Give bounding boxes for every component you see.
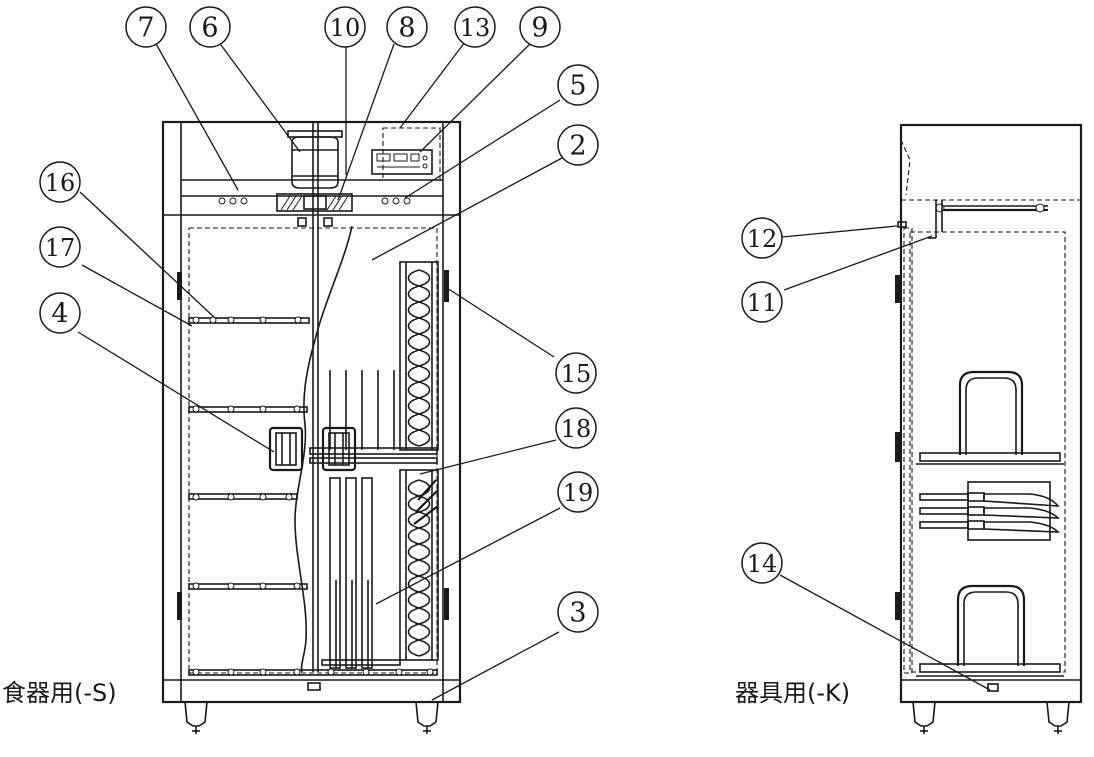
svg-text:11: 11	[747, 289, 778, 317]
door-handle-left	[268, 426, 304, 472]
svg-text:9: 9	[531, 13, 548, 44]
svg-text:3: 3	[569, 598, 586, 629]
callout-15: 15	[555, 352, 597, 394]
callout-6: 6	[189, 6, 231, 48]
lamp-row-left	[218, 197, 248, 205]
upper-tray	[916, 370, 1064, 465]
callout-2: 2	[557, 124, 599, 166]
svg-text:6: 6	[201, 13, 218, 44]
side-view-cabinet	[895, 123, 1083, 734]
svg-text:8: 8	[398, 13, 415, 44]
callout-5: 5	[557, 64, 599, 106]
svg-text:14: 14	[747, 550, 778, 578]
upper-rack-rods	[309, 370, 438, 464]
callout-18: 18	[555, 407, 597, 449]
callout-17: 17	[39, 226, 81, 268]
svg-text:19: 19	[563, 479, 594, 507]
heater-block	[276, 193, 353, 212]
callout-16: 16	[39, 161, 81, 203]
front-view-cabinet	[161, 120, 462, 734]
utensils	[919, 481, 1061, 541]
door-handle-right	[321, 426, 357, 472]
callout-3: 3	[557, 591, 599, 633]
svg-text:12: 12	[747, 225, 778, 253]
svg-text:16: 16	[45, 169, 76, 197]
svg-text:17: 17	[45, 234, 76, 262]
svg-text:2: 2	[569, 131, 586, 162]
dish-rack	[399, 261, 439, 661]
callout-7: 7	[125, 6, 167, 48]
svg-text:13: 13	[460, 14, 491, 42]
callout-12: 12	[741, 217, 783, 259]
callout-13: 13	[454, 6, 496, 48]
leader-lines	[77, 41, 991, 701]
lower-tray	[916, 584, 1064, 692]
svg-text:7: 7	[137, 13, 154, 44]
callout-14: 14	[741, 542, 783, 584]
svg-text:18: 18	[561, 415, 592, 443]
svg-text:4: 4	[51, 299, 68, 330]
callout-11: 11	[741, 281, 783, 323]
lower-rack	[321, 477, 401, 669]
center-rod	[297, 122, 333, 672]
top-rail	[897, 200, 1048, 239]
lamp-row-right	[381, 197, 411, 205]
callout-4: 4	[39, 292, 81, 334]
callout-19: 19	[557, 471, 599, 513]
caption-right-view: 器具用(-K)	[735, 679, 850, 707]
callout-10: 10	[324, 6, 366, 48]
svg-text:10: 10	[330, 14, 361, 42]
shelf-rails	[188, 316, 438, 676]
svg-text:5: 5	[569, 71, 586, 102]
callout-8: 8	[386, 6, 428, 48]
caption-left-view: 食器用(-S)	[2, 679, 117, 707]
fan-unit	[287, 130, 343, 189]
callout-9: 9	[519, 6, 561, 48]
control-panel	[371, 127, 441, 181]
svg-text:15: 15	[561, 360, 592, 388]
